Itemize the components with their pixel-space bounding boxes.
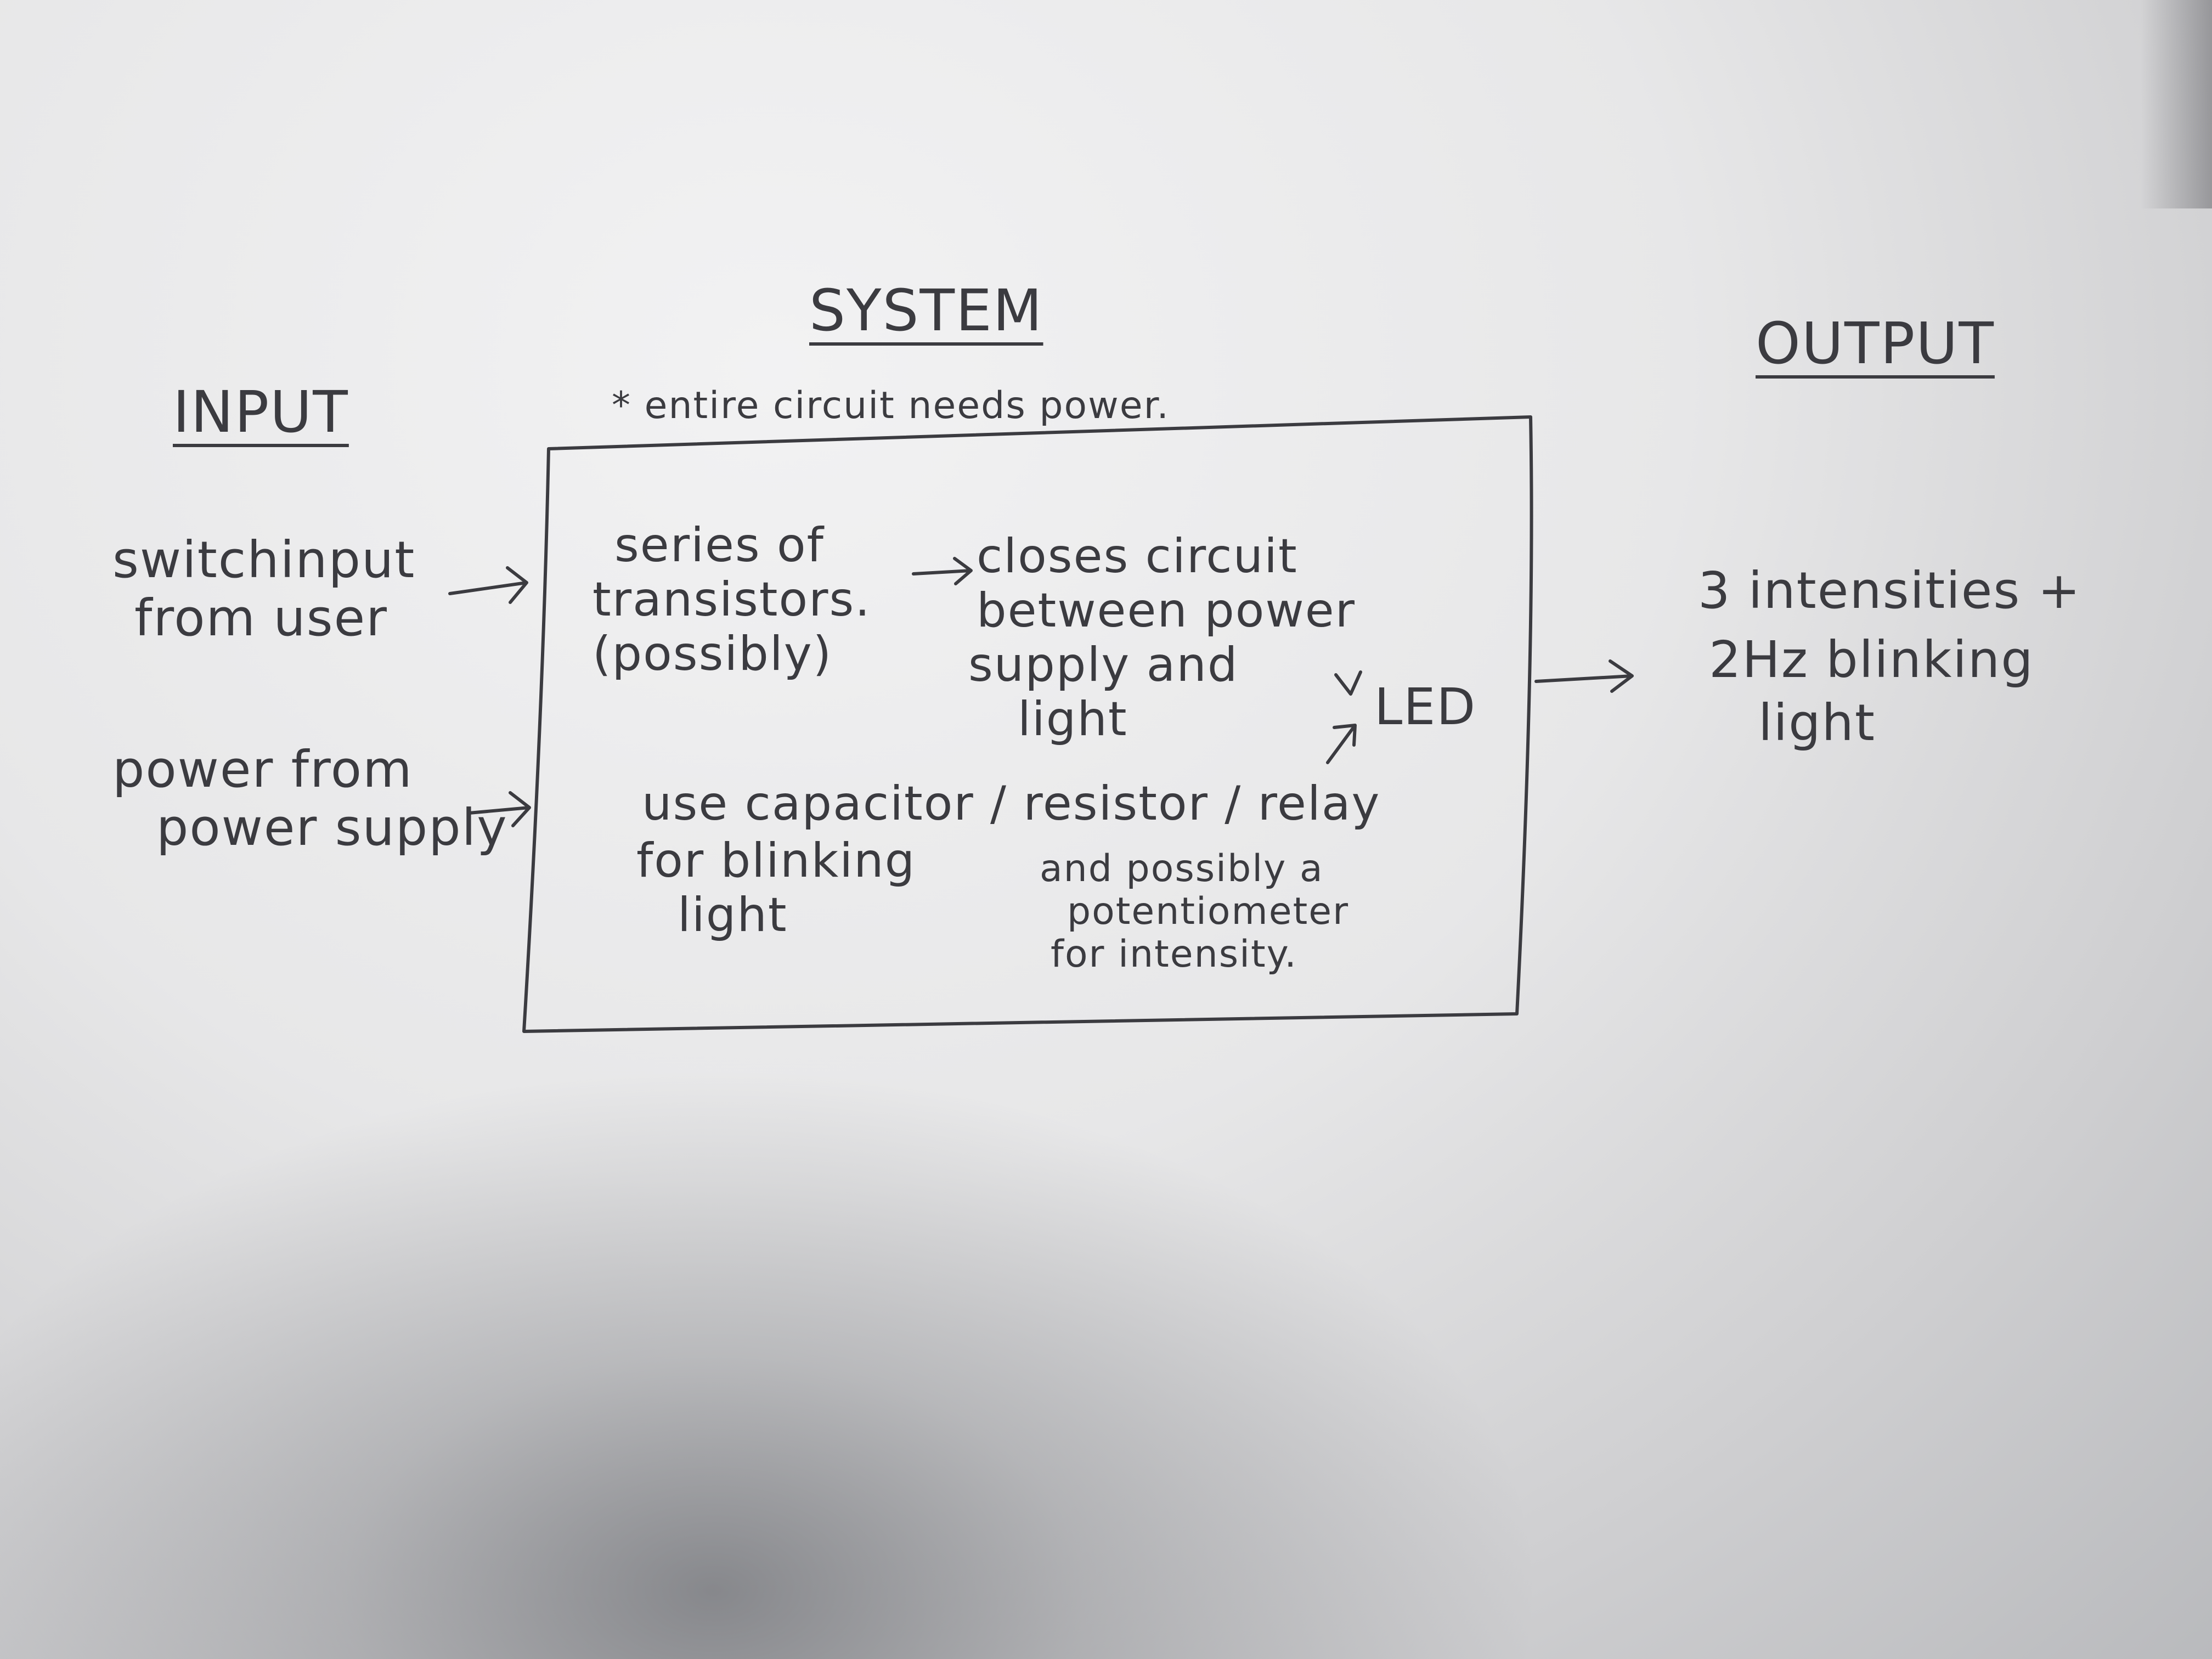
input-header: INPUT	[173, 379, 349, 445]
system-header: SYSTEM	[809, 277, 1043, 344]
system-closes-line-4: light	[1018, 691, 1128, 747]
input-switch-line-2: from user	[134, 588, 388, 647]
system-potentiometer-line-3: for intensity.	[1051, 933, 1297, 977]
system-power-note: * entire circuit needs power.	[612, 384, 1170, 427]
paper-edge-shadow	[2141, 0, 2212, 208]
system-blinking-line-2: light	[678, 887, 788, 943]
system-closes-text: closes circuit between power supply and …	[968, 529, 1356, 747]
system-potentiometer-text: and possibly a potentiometer for intensi…	[1040, 847, 1350, 977]
output-header: OUTPUT	[1756, 310, 1995, 377]
input-power-line-2: power supply	[156, 798, 508, 857]
input-power-line-1: power from	[112, 740, 413, 799]
system-transistors-line-1: series of	[614, 518, 825, 573]
system-potentiometer-line-1: and possibly a	[1040, 847, 1324, 890]
system-blinking-text: for blinking light	[636, 834, 916, 943]
input-switch-text: switchinput from user	[112, 531, 415, 647]
arrow-capacitor-to-led	[1326, 724, 1357, 764]
system-blinking-line-1: for blinking	[636, 833, 916, 888]
output-line-3: light	[1758, 693, 1876, 752]
system-closes-line-3: supply and	[968, 637, 1239, 692]
arrow-power-to-system	[467, 791, 531, 827]
system-closes-line-1: closes circuit	[977, 529, 1298, 584]
arrow-led-to-output	[1534, 659, 1634, 693]
arrow-closes-to-led	[1334, 670, 1362, 696]
arrow-switch-to-system	[448, 566, 528, 604]
output-line-2: 2Hz blinking	[1709, 630, 2034, 690]
output-line-1: 3 intensities +	[1698, 561, 2081, 620]
system-transistors-text: series of transistors. (possibly)	[592, 518, 871, 681]
output-text: 3 intensities + 2Hz blinking light	[1698, 554, 2081, 753]
system-box	[522, 415, 1533, 1033]
input-power-text: power from power supply	[112, 741, 508, 857]
system-led-label: LED	[1374, 678, 1477, 736]
system-closes-line-2: between power	[977, 583, 1356, 638]
system-capacitor-text: use capacitor / resistor / relay	[642, 776, 1381, 831]
system-transistors-line-2: transistors.	[592, 572, 871, 627]
input-switch-line-1: switchinput	[112, 531, 416, 589]
system-transistors-line-3: (possibly)	[592, 626, 833, 681]
arrow-transistors-to-closes	[912, 557, 973, 585]
system-potentiometer-line-2: potentiometer	[1067, 890, 1350, 934]
